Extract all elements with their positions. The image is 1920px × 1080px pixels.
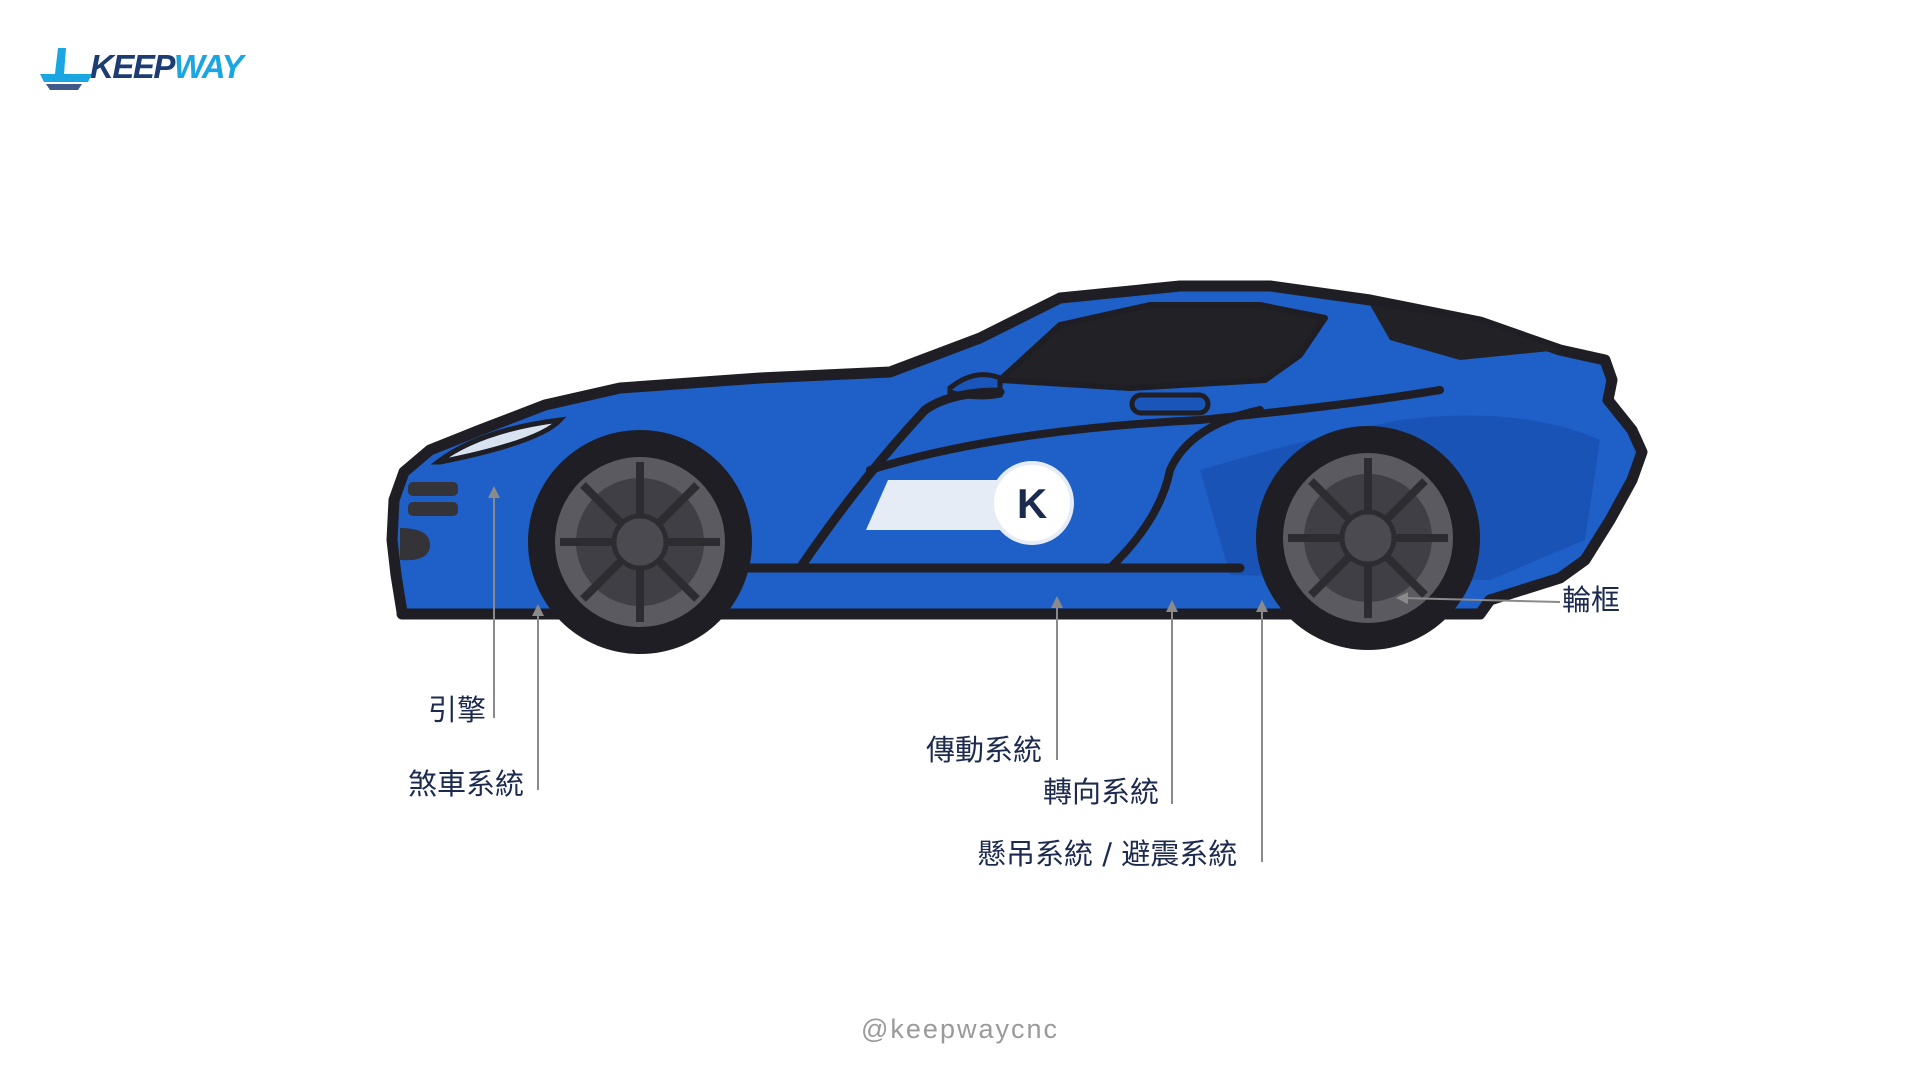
headlight xyxy=(430,416,567,465)
rear-wheel xyxy=(1256,426,1480,650)
grille-slat-2 xyxy=(408,502,458,516)
keepway-logo-icon xyxy=(40,48,92,90)
front-wheel xyxy=(528,430,752,654)
label-suspension-system: 懸吊系統 / 避震系統 xyxy=(977,837,1238,871)
side-window xyxy=(997,302,1328,391)
rear-window xyxy=(1370,305,1560,360)
side-panel-stripe xyxy=(866,480,1020,530)
k-badge-letter: K xyxy=(1017,480,1047,527)
shoulder-line xyxy=(866,386,1444,474)
label-engine: 引擎 xyxy=(428,693,487,727)
brand-wordmark: KEEPWAY xyxy=(90,44,244,90)
brand-name-keep: KEEP xyxy=(90,48,175,85)
door-handle xyxy=(1129,392,1211,416)
leader-lines xyxy=(488,486,1561,862)
label-wheel-rim: 輪框 xyxy=(1562,583,1621,617)
rear-arch-line xyxy=(1106,406,1264,572)
label-steering-system: 轉向系統 xyxy=(1043,775,1160,809)
wheel-rim-leader xyxy=(1396,592,1561,605)
label-transmission-system: 傳動系統 xyxy=(926,733,1043,767)
k-badge: K xyxy=(990,461,1074,545)
brand-logo: KEEPWAY xyxy=(38,44,258,90)
front-intake xyxy=(400,528,430,561)
brand-name-way: WAY xyxy=(173,48,244,85)
footer-handle: @keepwaycnc xyxy=(861,1014,1059,1044)
door-line xyxy=(795,387,1005,573)
grille-slat-1 xyxy=(408,482,458,496)
label-brake-system: 煞車系統 xyxy=(408,767,525,801)
